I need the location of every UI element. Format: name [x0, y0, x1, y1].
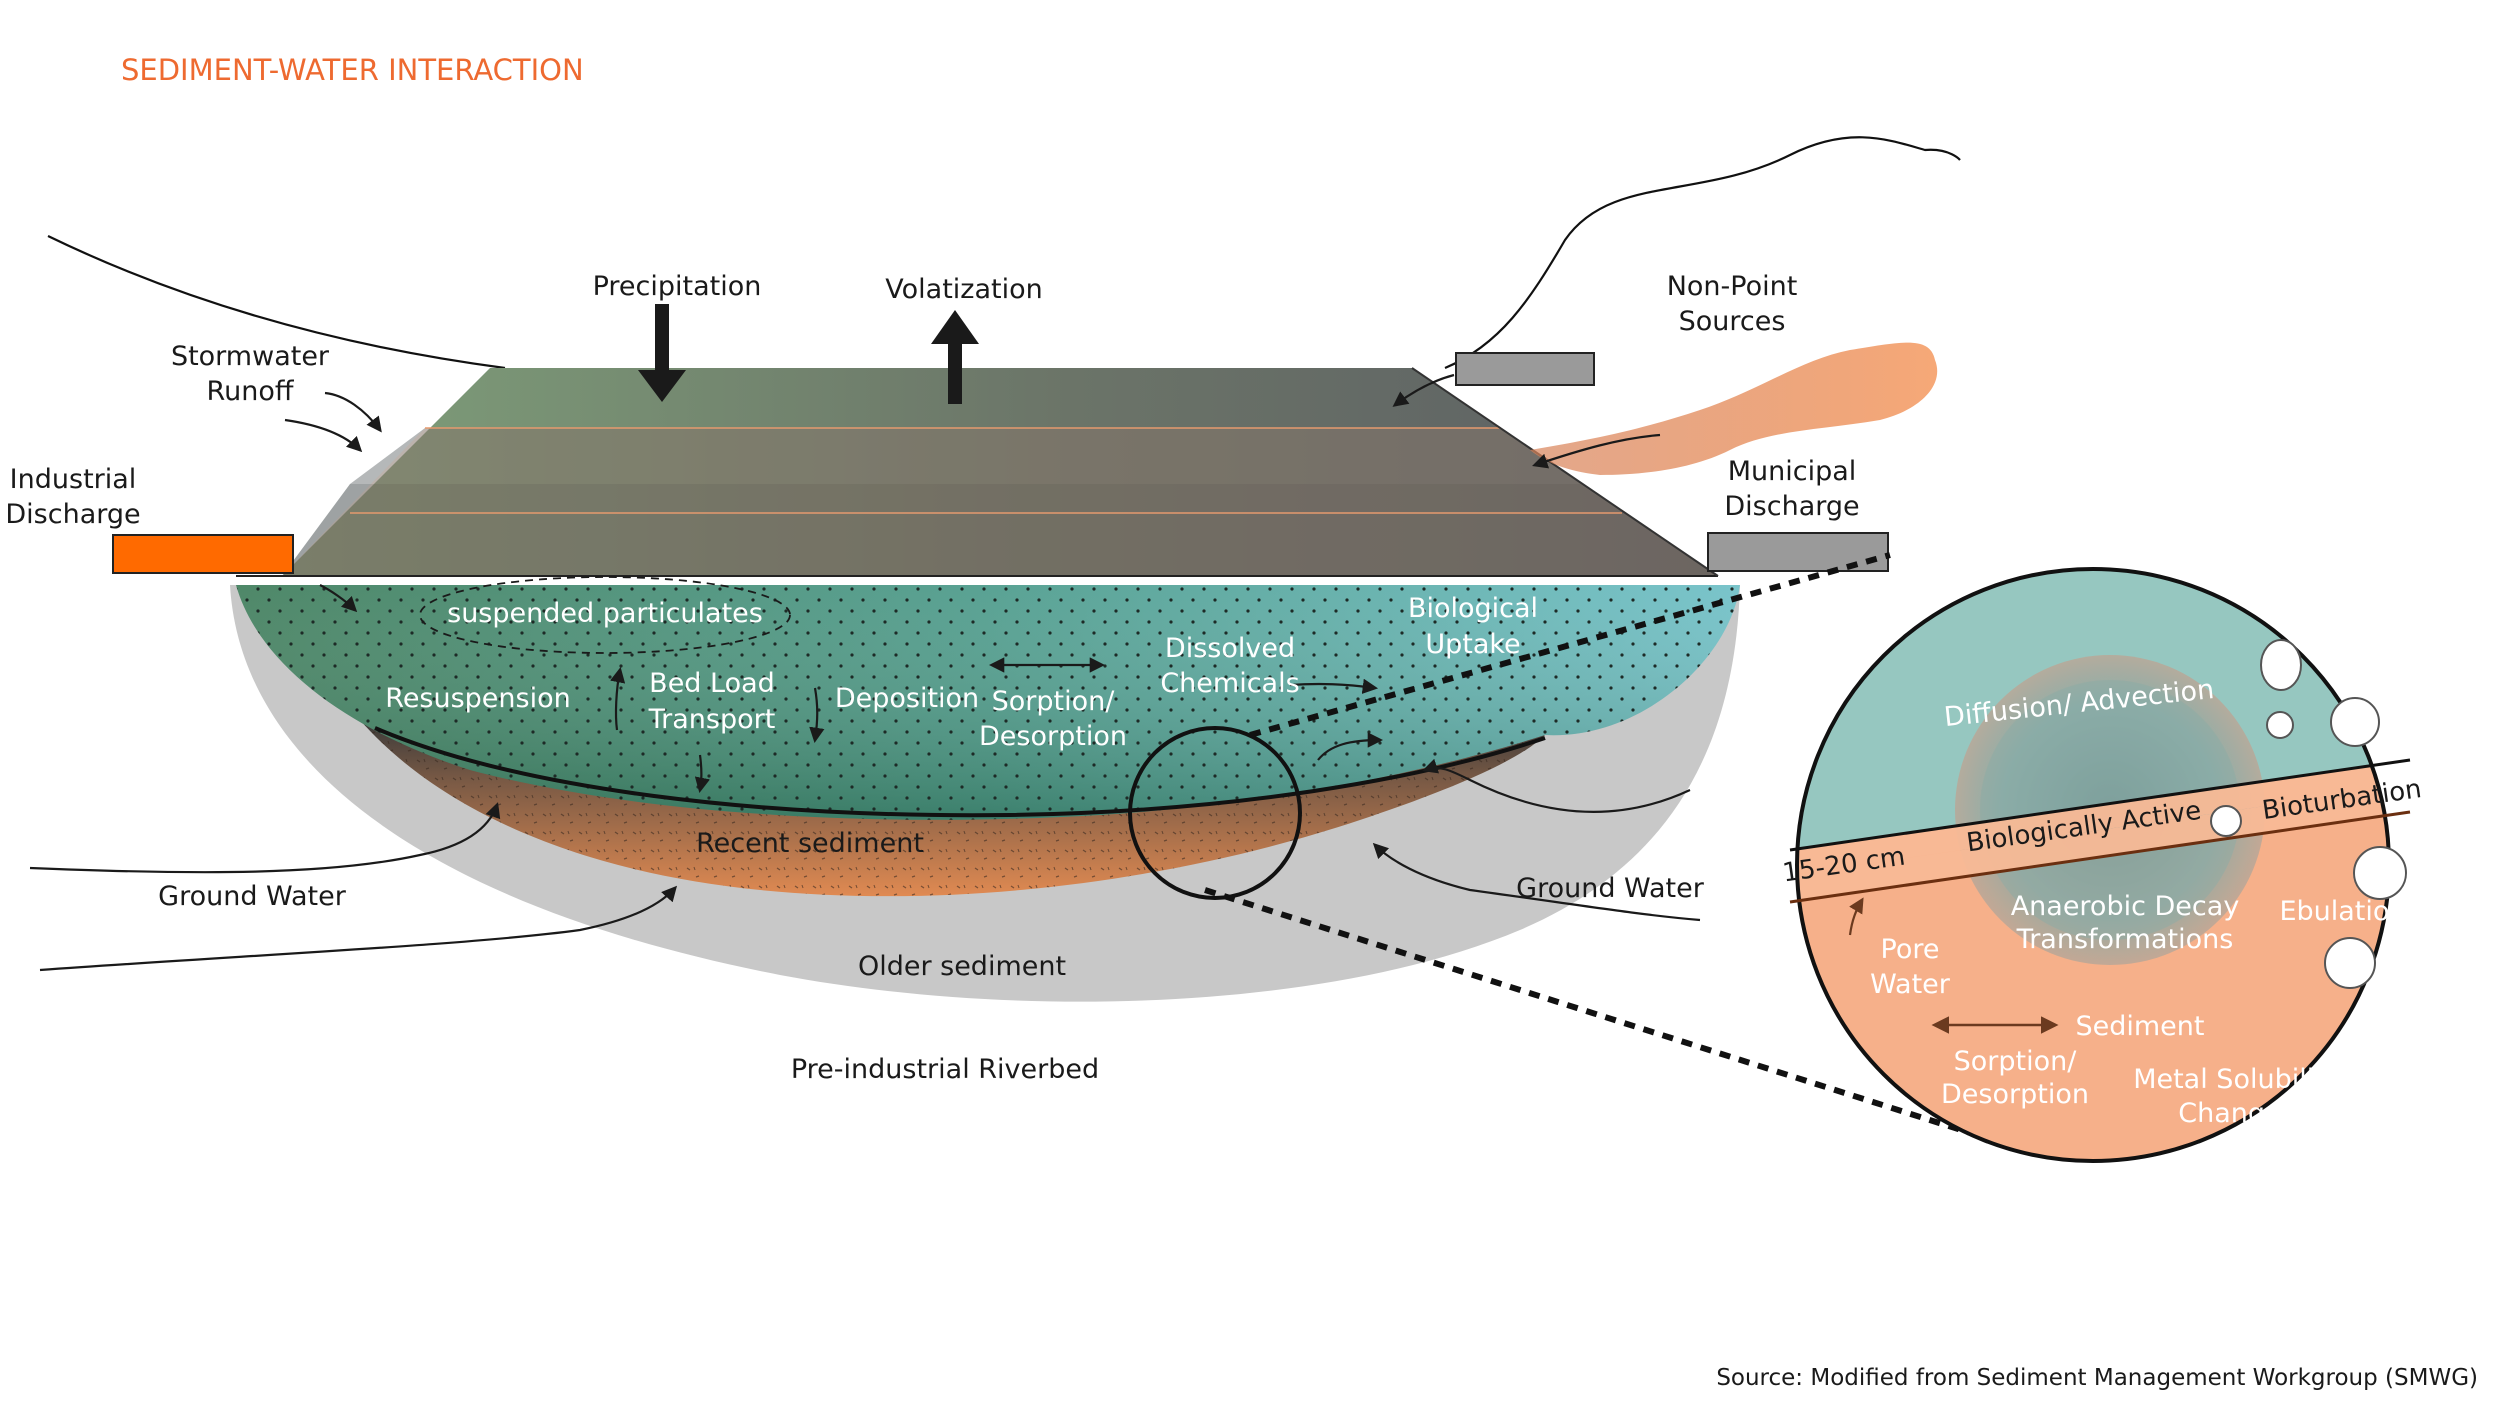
bubble-5	[2353, 846, 2407, 900]
zoom-label-ebulation: Ebulation	[2279, 896, 2406, 927]
bubble-4	[2210, 805, 2242, 837]
label-bedload: Bed Load	[649, 668, 775, 699]
label-municipal: Municipal	[1728, 456, 1857, 487]
zoom-label-pore: Pore	[1881, 934, 1940, 965]
label-uptake: Uptake	[1425, 629, 1520, 660]
label-non-point: Non-Point	[1667, 271, 1798, 302]
groundwater-right-arrow-1	[1422, 758, 1691, 813]
bubble-2	[2266, 711, 2294, 739]
dissolved-arrow	[1289, 678, 1379, 695]
zoom-band-bottom	[1789, 810, 2411, 904]
label-sources: Sources	[1679, 306, 1786, 337]
pore-water-arrow	[1848, 897, 1864, 936]
label-groundwater-right: Ground Water	[1516, 873, 1705, 904]
municipal-plume	[1530, 342, 1938, 475]
plume-arrow	[1532, 433, 1661, 469]
industrial-discharge-pipe	[112, 534, 294, 574]
label-desorption: Desorption	[979, 721, 1127, 752]
label-sorption: Sorption/	[992, 686, 1116, 717]
diagram-title: SEDIMENT-WATER INTERACTION	[121, 53, 584, 87]
zoom-label-transformations: Transformations	[2016, 924, 2234, 955]
zoom-connector-bottom	[1204, 887, 2041, 1158]
deposition-arrow	[809, 687, 825, 744]
land-profile-right	[1444, 136, 1961, 370]
stormwater-arrow-2	[284, 418, 363, 453]
label-stormwater: Stormwater	[171, 341, 330, 372]
label-precipitation: Precipitation	[593, 271, 762, 302]
label-industrial-discharge: Discharge	[5, 499, 140, 530]
non-point-arrow	[1392, 373, 1455, 407]
zoom-label-water: Water	[1870, 969, 1951, 1000]
zoom-label-sediment: Sediment	[2075, 1011, 2204, 1042]
zoom-connector-top	[1249, 552, 1891, 738]
zoom-detail	[1797, 569, 2389, 1161]
label-groundwater-left: Ground Water	[158, 881, 347, 912]
zoom-label-desorption: Desorption	[1941, 1079, 2089, 1110]
label-recent-sediment: Recent sediment	[696, 828, 924, 859]
water-dots	[236, 585, 1740, 820]
surface-right-edge	[1411, 367, 1719, 577]
zoom-source-circle	[1128, 726, 1302, 900]
zoom-label-sorption: Sorption/	[1954, 1046, 2078, 1077]
groundwater-left-arrow-2	[39, 885, 678, 972]
zoom-label-changes: Changes	[2178, 1098, 2295, 1129]
groundwater-left-arrow-1	[29, 802, 501, 874]
bubble-3	[2330, 697, 2380, 747]
industrial-arrow	[319, 584, 358, 613]
zoom-label-anaerobic: Anaerobic Decay	[2011, 891, 2240, 922]
surface-orange-tint	[282, 428, 1718, 576]
municipal-discharge-pipe	[1707, 532, 1889, 572]
suspended-particulates-outline	[419, 576, 791, 654]
surface-band-front	[282, 484, 1718, 576]
label-chemicals: Chemicals	[1160, 668, 1299, 699]
label-deposition: Deposition	[835, 683, 979, 714]
label-municipal-discharge: Discharge	[1724, 491, 1859, 522]
non-point-source-pipe	[1455, 352, 1595, 386]
zoom-band-top	[1789, 758, 2411, 852]
label-suspended: suspended particulates	[447, 598, 763, 629]
bubble-6	[2324, 937, 2376, 989]
sediment-water-interface	[374, 726, 1546, 818]
stormwater-arrow-1	[324, 391, 382, 433]
surface-band-middle	[350, 428, 1580, 484]
uptake-arrow	[1317, 732, 1384, 761]
label-volatization: Volatization	[885, 274, 1042, 305]
source-note: Source: Modified from Sediment Managemen…	[1716, 1365, 2478, 1391]
volatization-arrow	[931, 310, 979, 404]
bedload-down-arrow	[694, 754, 710, 794]
precipitation-arrow	[638, 304, 686, 402]
land-profile-left	[47, 235, 506, 370]
label-industrial: Industrial	[10, 464, 137, 495]
label-resuspension: Resuspension	[385, 683, 570, 714]
zoom-label-metal: Metal Solubility	[2133, 1064, 2341, 1095]
resuspension-up-arrow	[610, 666, 626, 731]
label-dissolved: Dissolved	[1165, 633, 1295, 664]
groundwater-right-arrow-2	[1372, 842, 1701, 922]
label-transport: Transport	[648, 704, 776, 735]
label-older-sediment: Older sediment	[858, 951, 1066, 982]
label-preindustrial: Pre-industrial Riverbed	[791, 1054, 1099, 1085]
label-biological: Biological	[1408, 593, 1538, 624]
label-runoff: Runoff	[207, 376, 295, 407]
bubble-1	[2260, 639, 2302, 691]
